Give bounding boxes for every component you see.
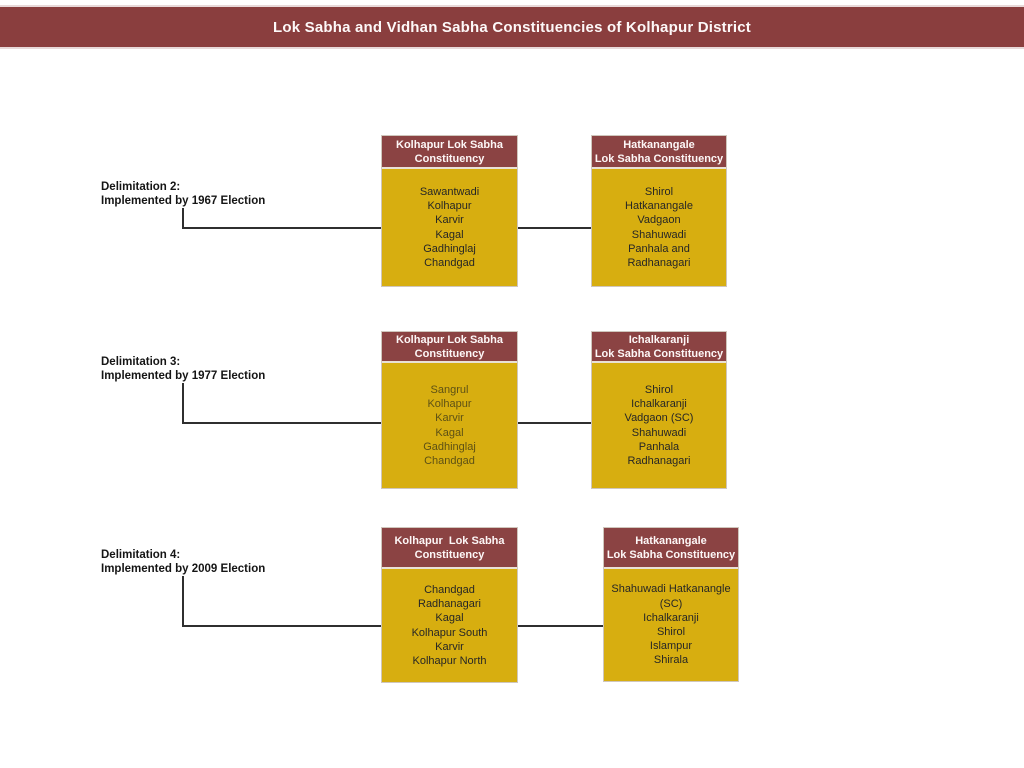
title-bar: Lok Sabha and Vidhan Sabha Constituencie…: [0, 5, 1024, 49]
constituency-box-kolhapur-1967: Kolhapur Lok Sabha Constituency Sawantwa…: [381, 135, 518, 287]
constituency-box-hatkanangale-1967: Hatkanangale Lok Sabha Constituency Shir…: [591, 135, 727, 287]
box-header: Kolhapur Lok Sabha Constituency: [382, 136, 517, 169]
delimitation-label-line2: Implemented by 1967 Election: [101, 195, 266, 207]
connector-vertical-line: [182, 208, 184, 229]
box-header: Hatkanangale Lok Sabha Constituency: [592, 136, 726, 169]
connector-between-boxes-line: [518, 227, 592, 229]
constituency-list: Sangrul Kolhapur Karvir Kagal Gadhinglaj…: [382, 363, 517, 488]
page-title: Lok Sabha and Vidhan Sabha Constituencie…: [272, 18, 752, 36]
constituency-list: Sawantwadi Kolhapur Karvir Kagal Gadhing…: [382, 169, 517, 286]
box-header: Kolhapur Lok Sabha Constituency: [382, 528, 517, 569]
box-header: Hatkanangale Lok Sabha Constituency: [604, 528, 738, 569]
constituency-list: Shirol Ichalkaranji Vadgaon (SC) Shahuwa…: [592, 363, 726, 488]
constituency-list: Shirol Hatkanangale Vadgaon Shahuwadi Pa…: [592, 169, 726, 286]
connector-vertical-line: [182, 383, 184, 424]
delimitation-label-line2: Implemented by 1977 Election: [101, 370, 266, 382]
delimitation-label-line1: Delimitation 2:: [101, 181, 181, 193]
constituency-box-ichalkaranji-1977: Ichalkaranji Lok Sabha Constituency Shir…: [591, 331, 727, 489]
delimitation-label-line1: Delimitation 4:: [101, 549, 181, 561]
delimitation-label-line1: Delimitation 3:: [101, 356, 181, 368]
delimitation-2-label: Delimitation 2: Implemented by 1967 Elec…: [101, 180, 265, 208]
constituency-box-kolhapur-2009: Kolhapur Lok Sabha Constituency Chandgad…: [381, 527, 518, 683]
constituency-list: Chandgad Radhanagari Kagal Kolhapur Sout…: [382, 569, 517, 682]
delimitation-4-label: Delimitation 4: Implemented by 2009 Elec…: [101, 548, 265, 576]
delimitation-3-label: Delimitation 3: Implemented by 1977 Elec…: [101, 355, 265, 383]
connector-between-boxes-line: [518, 422, 592, 424]
connector-vertical-line: [182, 576, 184, 627]
connector-horizontal-line: [182, 227, 382, 229]
connector-between-boxes-line: [518, 625, 604, 627]
box-header: Kolhapur Lok Sabha Constituency: [382, 332, 517, 363]
connector-horizontal-line: [182, 422, 382, 424]
constituency-box-hatkanangale-2009: Hatkanangale Lok Sabha Constituency Shah…: [603, 527, 739, 682]
constituency-box-kolhapur-1977: Kolhapur Lok Sabha Constituency Sangrul …: [381, 331, 518, 489]
connector-horizontal-line: [182, 625, 382, 627]
delimitation-label-line2: Implemented by 2009 Election: [101, 563, 266, 575]
box-header: Ichalkaranji Lok Sabha Constituency: [592, 332, 726, 363]
constituency-list: Shahuwadi Hatkanangle (SC) Ichalkaranji …: [604, 569, 738, 681]
